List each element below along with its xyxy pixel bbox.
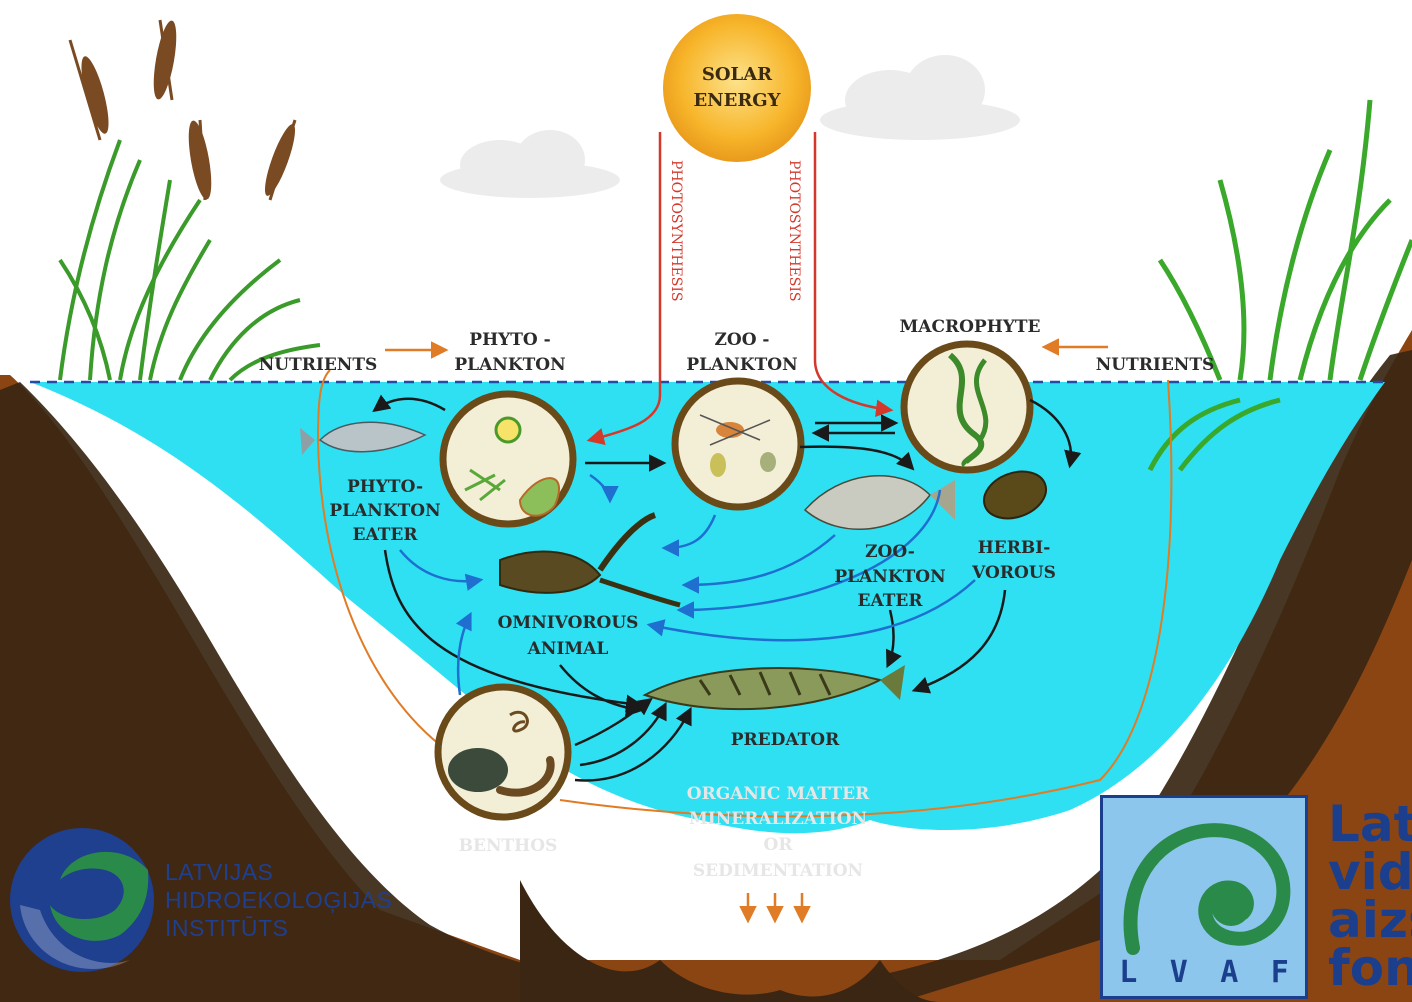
macrophyte-circle (904, 344, 1030, 470)
zooplankton-label-2: PLANKTON (686, 355, 797, 375)
phytoplankton-eater-label-3: EATER (353, 525, 419, 545)
cloud-left (440, 130, 620, 198)
nutrients-label-left: NUTRIENTS (259, 355, 378, 375)
phytoplankton-label-2: PLANKTON (454, 355, 565, 375)
institute-name-line2: HIDROEKOLOĢIJAS (165, 886, 392, 914)
zooplankton-eater-label-3: EATER (858, 591, 924, 611)
omnivorous-label-1: OMNIVOROUS (498, 613, 639, 633)
fund-name-line3: aizs (1328, 896, 1412, 944)
herbivorous-label-1: HERBI- (978, 538, 1051, 558)
cloud-right (820, 55, 1020, 140)
sediment-arrows (748, 893, 802, 920)
organic-label-3: OR (764, 835, 794, 855)
benthos-circle (438, 687, 568, 817)
organic-label-2: MINERALIZATION (689, 809, 867, 829)
zooplankton-eater-label-1: ZOO- (865, 542, 915, 562)
institute-logo-icon (10, 828, 154, 972)
phytoplankton-circle (443, 394, 573, 524)
sun-icon (663, 14, 811, 162)
fund-logo: L V A F (1100, 795, 1308, 999)
omnivorous-label-2: ANIMAL (527, 639, 609, 659)
phytoplankton-eater-label-1: PHYTO- (347, 477, 423, 497)
fund-letter-l: L (1119, 955, 1137, 990)
zooplankton-eater-label-2: PLANKTON (834, 567, 945, 587)
fund-letter-v: V (1170, 955, 1188, 990)
institute-name: LATVIJAS HIDROEKOLOĢIJAS INSTITŪTS (165, 858, 392, 942)
organic-label-4: SEDIMENTATION (693, 861, 863, 881)
macrophyte-label: MACROPHYTE (899, 317, 1040, 337)
fund-letters: L V A F (1103, 955, 1305, 990)
benthos-label: BENTHOS (459, 836, 558, 856)
photosynthesis-label-left: PHOTOSYNTHESIS (668, 160, 684, 301)
zooplankton-label-1: ZOO - (714, 330, 769, 350)
fund-name-line4: fond (1328, 944, 1412, 992)
sun-label-1: SOLAR (702, 64, 773, 85)
nutrients-label-right: NUTRIENTS (1096, 355, 1215, 375)
fund-letter-a: A (1220, 955, 1238, 990)
phytoplankton-eater-label-2: PLANKTON (329, 501, 440, 521)
fund-logo-mark (1103, 798, 1305, 958)
phytoplankton-label-1: PHYTO - (469, 330, 550, 350)
photosynthesis-label-right: PHOTOSYNTHESIS (786, 160, 802, 301)
institute-name-line1: LATVIJAS (165, 858, 392, 886)
fund-letter-f: F (1271, 955, 1289, 990)
herbivorous-label-2: VOROUS (971, 563, 1056, 583)
predator-label: PREDATOR (731, 730, 840, 750)
sun-label-2: ENERGY (693, 90, 781, 111)
institute-name-line3: INSTITŪTS (165, 914, 392, 942)
organic-label-1: ORGANIC MATTER (687, 784, 870, 804)
fund-name-line2: vide (1328, 848, 1412, 896)
zooplankton-circle (675, 381, 801, 507)
photosynthesis-arrow-right (815, 132, 890, 410)
